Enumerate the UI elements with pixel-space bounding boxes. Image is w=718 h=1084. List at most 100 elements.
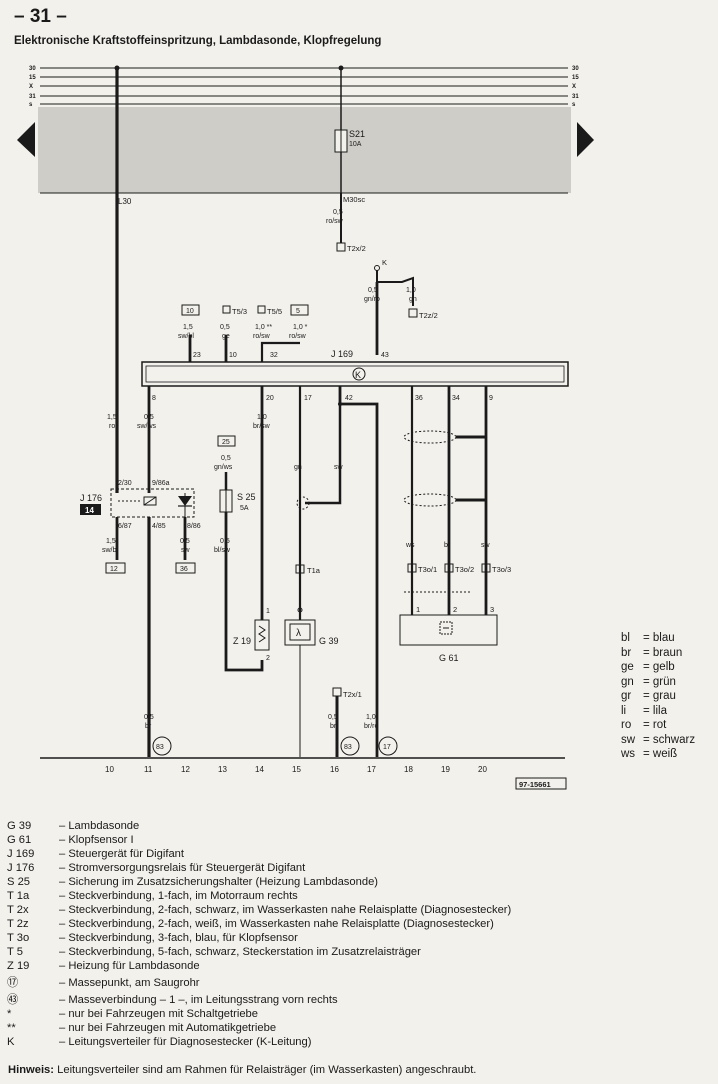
legend-description: – Steckverbindung, 1-fach, im Motorraum … [59,890,298,902]
legend-code: ㊸ [7,994,19,1006]
legend-row: J 176– Stromversorgungsrelais für Steuer… [4,861,714,875]
wire-size: 1,0 [366,714,376,721]
pin-label: 23 [193,352,201,359]
relay-position-badge [80,504,101,515]
color-name: = lila [643,704,667,717]
color-name: = gelb [643,661,675,673]
wire-42 [338,386,379,757]
ground-point-label: 83 [344,744,352,751]
pin-label: 43 [381,352,389,359]
fuse-s21-label: S21 [349,129,365,139]
ref-box [290,304,309,316]
wire-size: 0,5 [328,714,338,721]
legend-code: G 61 [7,834,32,846]
wire-color: sw/bl [102,547,118,554]
color-key-row: gn= grün [621,675,695,690]
pin-label: 32 [270,352,278,359]
reference-number-box [515,777,567,790]
supply-rails [40,67,568,194]
relay-pin-label: 4/85 [152,523,166,530]
color-name: = grün [643,675,676,688]
color-key-row: li= lila [621,704,695,719]
wire-size: 1,5 [183,324,193,331]
pin-label: 8 [152,395,156,402]
column-number: 19 [441,765,450,774]
connector-t1a-label: T1a [307,566,321,575]
color-code: sw [621,733,636,746]
knock-sensor-label: G 61 [439,653,459,663]
hint-label: Hinweis: [8,1064,55,1076]
legend-description: – Steckverbindung, 2-fach, schwarz, im W… [59,904,512,916]
legend-code: * [7,1008,12,1020]
rail-label: 30 [29,66,36,72]
wire-color: ro [109,423,115,430]
pin-label: 17 [304,395,312,402]
legend-code: J 169 [7,848,35,860]
legend-code: ⑰ [7,977,19,989]
ref-box [175,562,196,574]
legend-code: S 25 [7,876,31,888]
color-key-row: sw= schwarz [621,733,695,748]
wire-s25 [224,512,264,672]
next-page-arrow-icon[interactable] [577,122,594,157]
relay-pin-label: 8/86 [187,523,201,530]
ground-point-83 [340,736,360,756]
rail-label: 15 [29,75,36,81]
wire-size: 0,5 [144,714,154,721]
connector-t2z2 [408,308,418,318]
wire-color: gn/ro [364,296,380,303]
connector-t55-label: T5/5 [267,307,282,316]
wire-color: sw/ws [137,423,157,430]
color-key-row: ro= rot [621,718,695,733]
wire-size: 1,5 [106,538,116,545]
wire-color: br [330,723,337,730]
ref-box [105,562,126,574]
legend-row: G 39– Lambdasonde [4,819,714,833]
column-number: 18 [404,765,413,774]
legend-row: S 25 – Sicherung im Zusatzsicherungshalte… [4,875,714,889]
legend-description: – Sicherung im Zusatzsicherungshalter (H… [59,876,379,888]
rail-label: s [29,102,33,108]
legend-row: *– nur bei Fahrzeugen mit Schaltgetriebe [4,1007,714,1021]
ref-box-label: 25 [222,439,230,446]
legend-code: T 3o [7,932,30,944]
heater-coil-icon [258,625,266,643]
relay-pin-label: 6/87 [118,523,132,530]
connector-t2x2-label: T2x/2 [347,244,366,253]
color-code: gr [621,690,632,702]
legend-code: Z 19 [7,960,30,972]
knock-symbol: K [355,370,361,380]
wire-color: ge [222,333,230,340]
legend-description: – Steckverbindung, 3-fach, blau, für Klo… [59,932,298,944]
fuse-s25-label: S 25 [237,492,256,502]
reference-number: 97-15661 [519,780,551,789]
wire-color: sw [481,542,491,549]
wire-color: ro/sw [253,333,271,340]
column-number: 20 [478,765,487,774]
pin-label: 34 [452,395,460,402]
rail-label: 30 [572,66,579,72]
color-name: = weiß [643,748,678,760]
relay-pin-label: 2/30 [118,480,132,487]
wire-color: br [444,542,451,549]
fuse-s21-rating: 10A [349,141,362,148]
relay-pin-label: 9/86a [152,480,170,487]
wire-color: gn [409,296,417,303]
column-number: 14 [255,765,264,774]
connector-t2x1 [332,687,342,697]
legend-description: – Steckverbindung, 2-fach, weiß, im Wass… [59,918,494,930]
column-number: 13 [218,765,227,774]
rail-label: 31 [29,94,36,100]
legend-description: – Lambdasonde [59,820,140,832]
connector-t55 [257,305,266,314]
legend-row: T 2x– Steckverbindung, 2-fach, schwarz, … [4,903,714,917]
connector-label: T3o/2 [455,565,474,574]
wire-size: 0,5 [180,538,190,545]
column-number: 12 [181,765,190,774]
connector-t2x2 [336,242,346,252]
legend-row: T 5– Steckverbindung, 5-fach, schwarz, S… [4,945,714,959]
wire-size: 0,5 [333,209,343,216]
legend-description: – Klopfsensor I [59,834,134,846]
wire-label-l30: L30 [118,197,132,206]
prev-page-arrow-icon[interactable] [17,122,35,157]
